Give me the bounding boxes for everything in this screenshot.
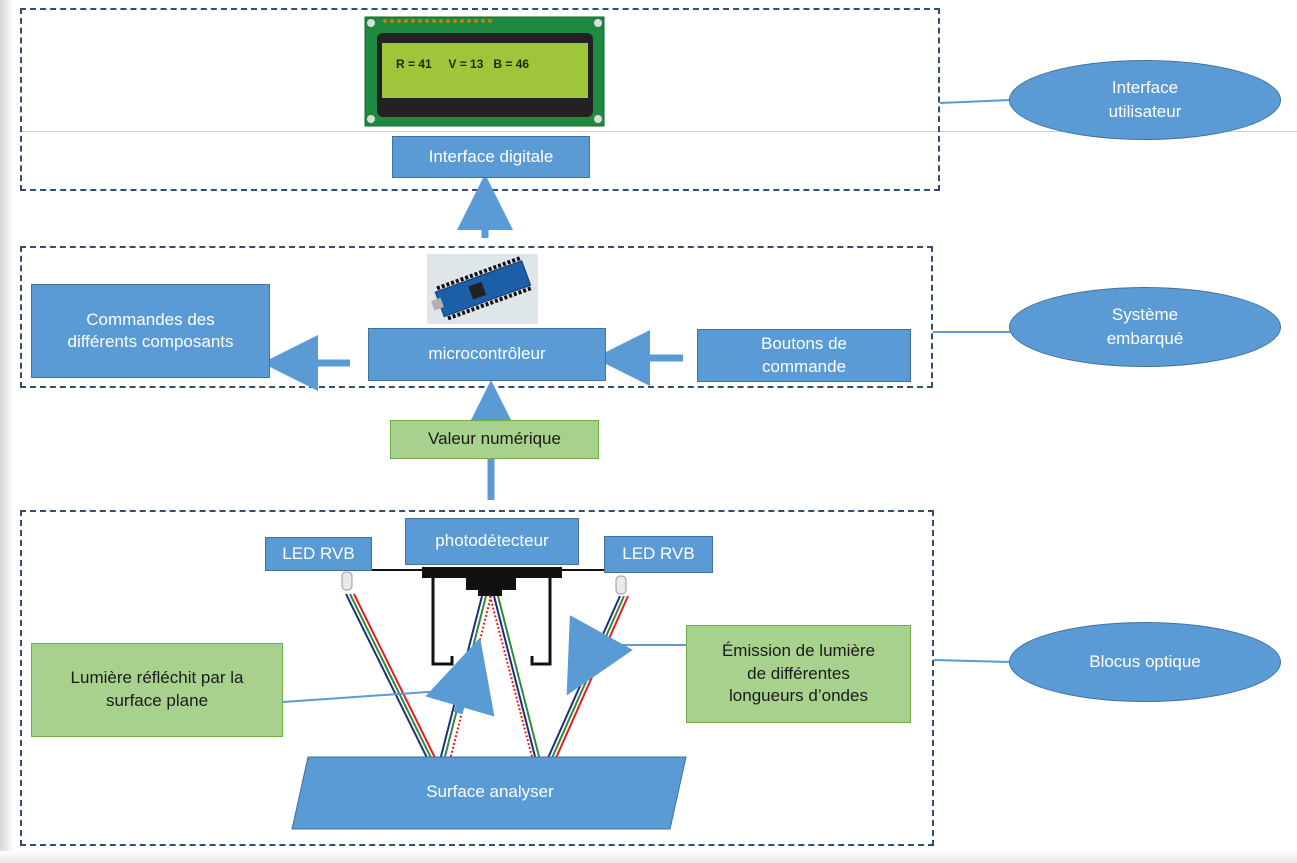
light-rays <box>345 593 629 777</box>
digital-interface-box: Interface digitale <box>392 136 590 178</box>
numeric-value-box: Valeur numérique <box>390 420 599 459</box>
led-right-box: LED RVB <box>604 536 713 573</box>
lcd-display-image <box>364 16 605 127</box>
led-left-box: LED RVB <box>265 537 372 571</box>
connector-reflected <box>282 689 457 703</box>
page-edge-bottom <box>0 851 1297 863</box>
component-commands-box: Commandes des différents composants <box>31 284 270 378</box>
optical-block-group <box>20 510 934 846</box>
photodetector-box: photodétecteur <box>405 518 579 565</box>
connector-optical <box>933 659 1011 663</box>
reflected-light-box: Lumière réfléchit par la surface plane <box>31 643 283 737</box>
arduino-board-image <box>427 254 538 324</box>
arrow-emitted-light <box>566 615 633 696</box>
optical-block-ellipse: Blocus optique <box>1009 622 1281 702</box>
user-interface-ellipse: Interface utilisateur <box>1009 60 1281 140</box>
embedded-system-ellipse: Système embarqué <box>1009 287 1281 367</box>
surface-shape <box>291 756 687 830</box>
microcontroller-box: microcontrôleur <box>368 328 606 381</box>
led-right-image <box>615 575 627 595</box>
arrow-reflected-light <box>425 637 495 717</box>
separator-line <box>20 131 1297 132</box>
page-edge <box>0 0 14 863</box>
emission-box: Émission de lumière de différentes longu… <box>686 625 911 723</box>
command-buttons-box: Boutons de commande <box>697 329 911 382</box>
surface-label: Surface analyser <box>426 782 554 801</box>
lcd-readout: R = 41 V = 13 B = 46 <box>396 57 530 71</box>
led-left-image <box>341 571 353 591</box>
connector-user <box>939 99 1011 104</box>
